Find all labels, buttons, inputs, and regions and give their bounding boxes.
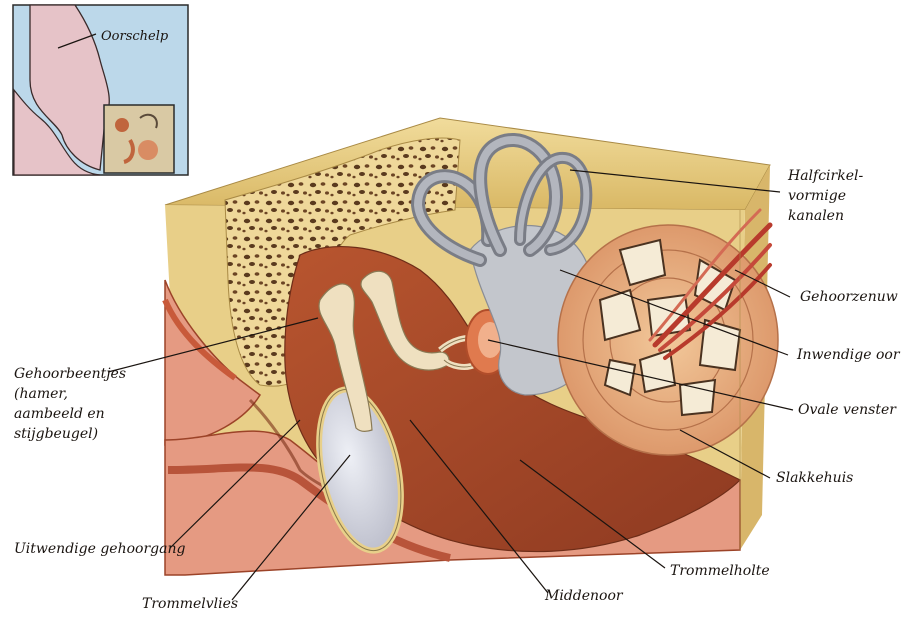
label-gehoorzenuw: Gehoorzenuw xyxy=(800,289,898,305)
ear-cross-section xyxy=(165,118,778,575)
label-trommelholte: Trommelholte xyxy=(670,563,770,579)
label-inwendige-oor: Inwendige oor xyxy=(796,347,901,363)
label-ovale-venster: Ovale venster xyxy=(798,402,897,418)
inset-detail-box xyxy=(104,105,174,173)
inset-label-oorschelp: Oorschelp xyxy=(101,29,169,44)
label-gehoorbeentjes: Gehoorbeentjes (hamer, aambeeld en stijg… xyxy=(14,366,130,442)
label-trommelvlies: Trommelvlies xyxy=(142,596,238,612)
inset-ear-overview: Oorschelp xyxy=(13,5,188,175)
label-halfcirkel: Halfcirkel- vormige kanalen xyxy=(787,168,868,224)
label-uitwendige-gehoorgang: Uitwendige gehoorgang xyxy=(14,541,185,557)
label-middenoor: Middenoor xyxy=(544,588,624,604)
cochlea xyxy=(558,225,778,455)
label-slakkehuis: Slakkehuis xyxy=(776,470,853,486)
